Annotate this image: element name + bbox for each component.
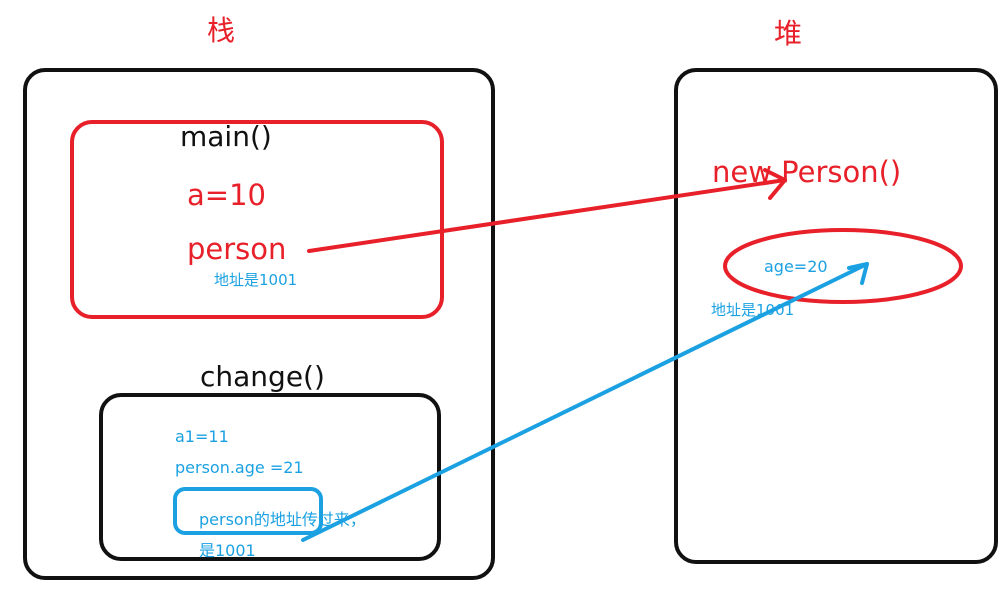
stack-box — [23, 68, 495, 580]
main-frame-box — [70, 120, 444, 319]
param-note-line2: 是1001 — [199, 541, 256, 560]
stack-title: 栈 — [207, 14, 235, 47]
main-person-address-note: 地址是1001 — [214, 271, 297, 289]
main-var-a: a=10 — [187, 178, 266, 212]
heap-object-label: new Person() — [712, 155, 901, 189]
change-line-a1: a1=11 — [175, 427, 229, 446]
main-var-person: person — [187, 232, 286, 266]
blue-arrow-head — [847, 262, 869, 285]
param-highlight-box — [173, 487, 323, 535]
heap-object-ellipse — [723, 228, 963, 304]
heap-field-age: age=20 — [764, 257, 828, 276]
heap-title: 堆 — [774, 17, 802, 50]
red-reference-arrow — [307, 178, 787, 253]
change-frame-label: change() — [200, 360, 325, 393]
change-frame-box — [99, 393, 441, 561]
main-frame-label: main() — [180, 120, 272, 153]
red-arrow-head — [763, 168, 787, 200]
blue-reference-arrow — [301, 262, 869, 542]
heap-address-note: 地址是1001 — [711, 301, 794, 319]
heap-box — [674, 68, 998, 564]
change-line-age: person.age =21 — [175, 458, 304, 477]
param-note-line1: person的地址传过来， — [199, 510, 366, 529]
